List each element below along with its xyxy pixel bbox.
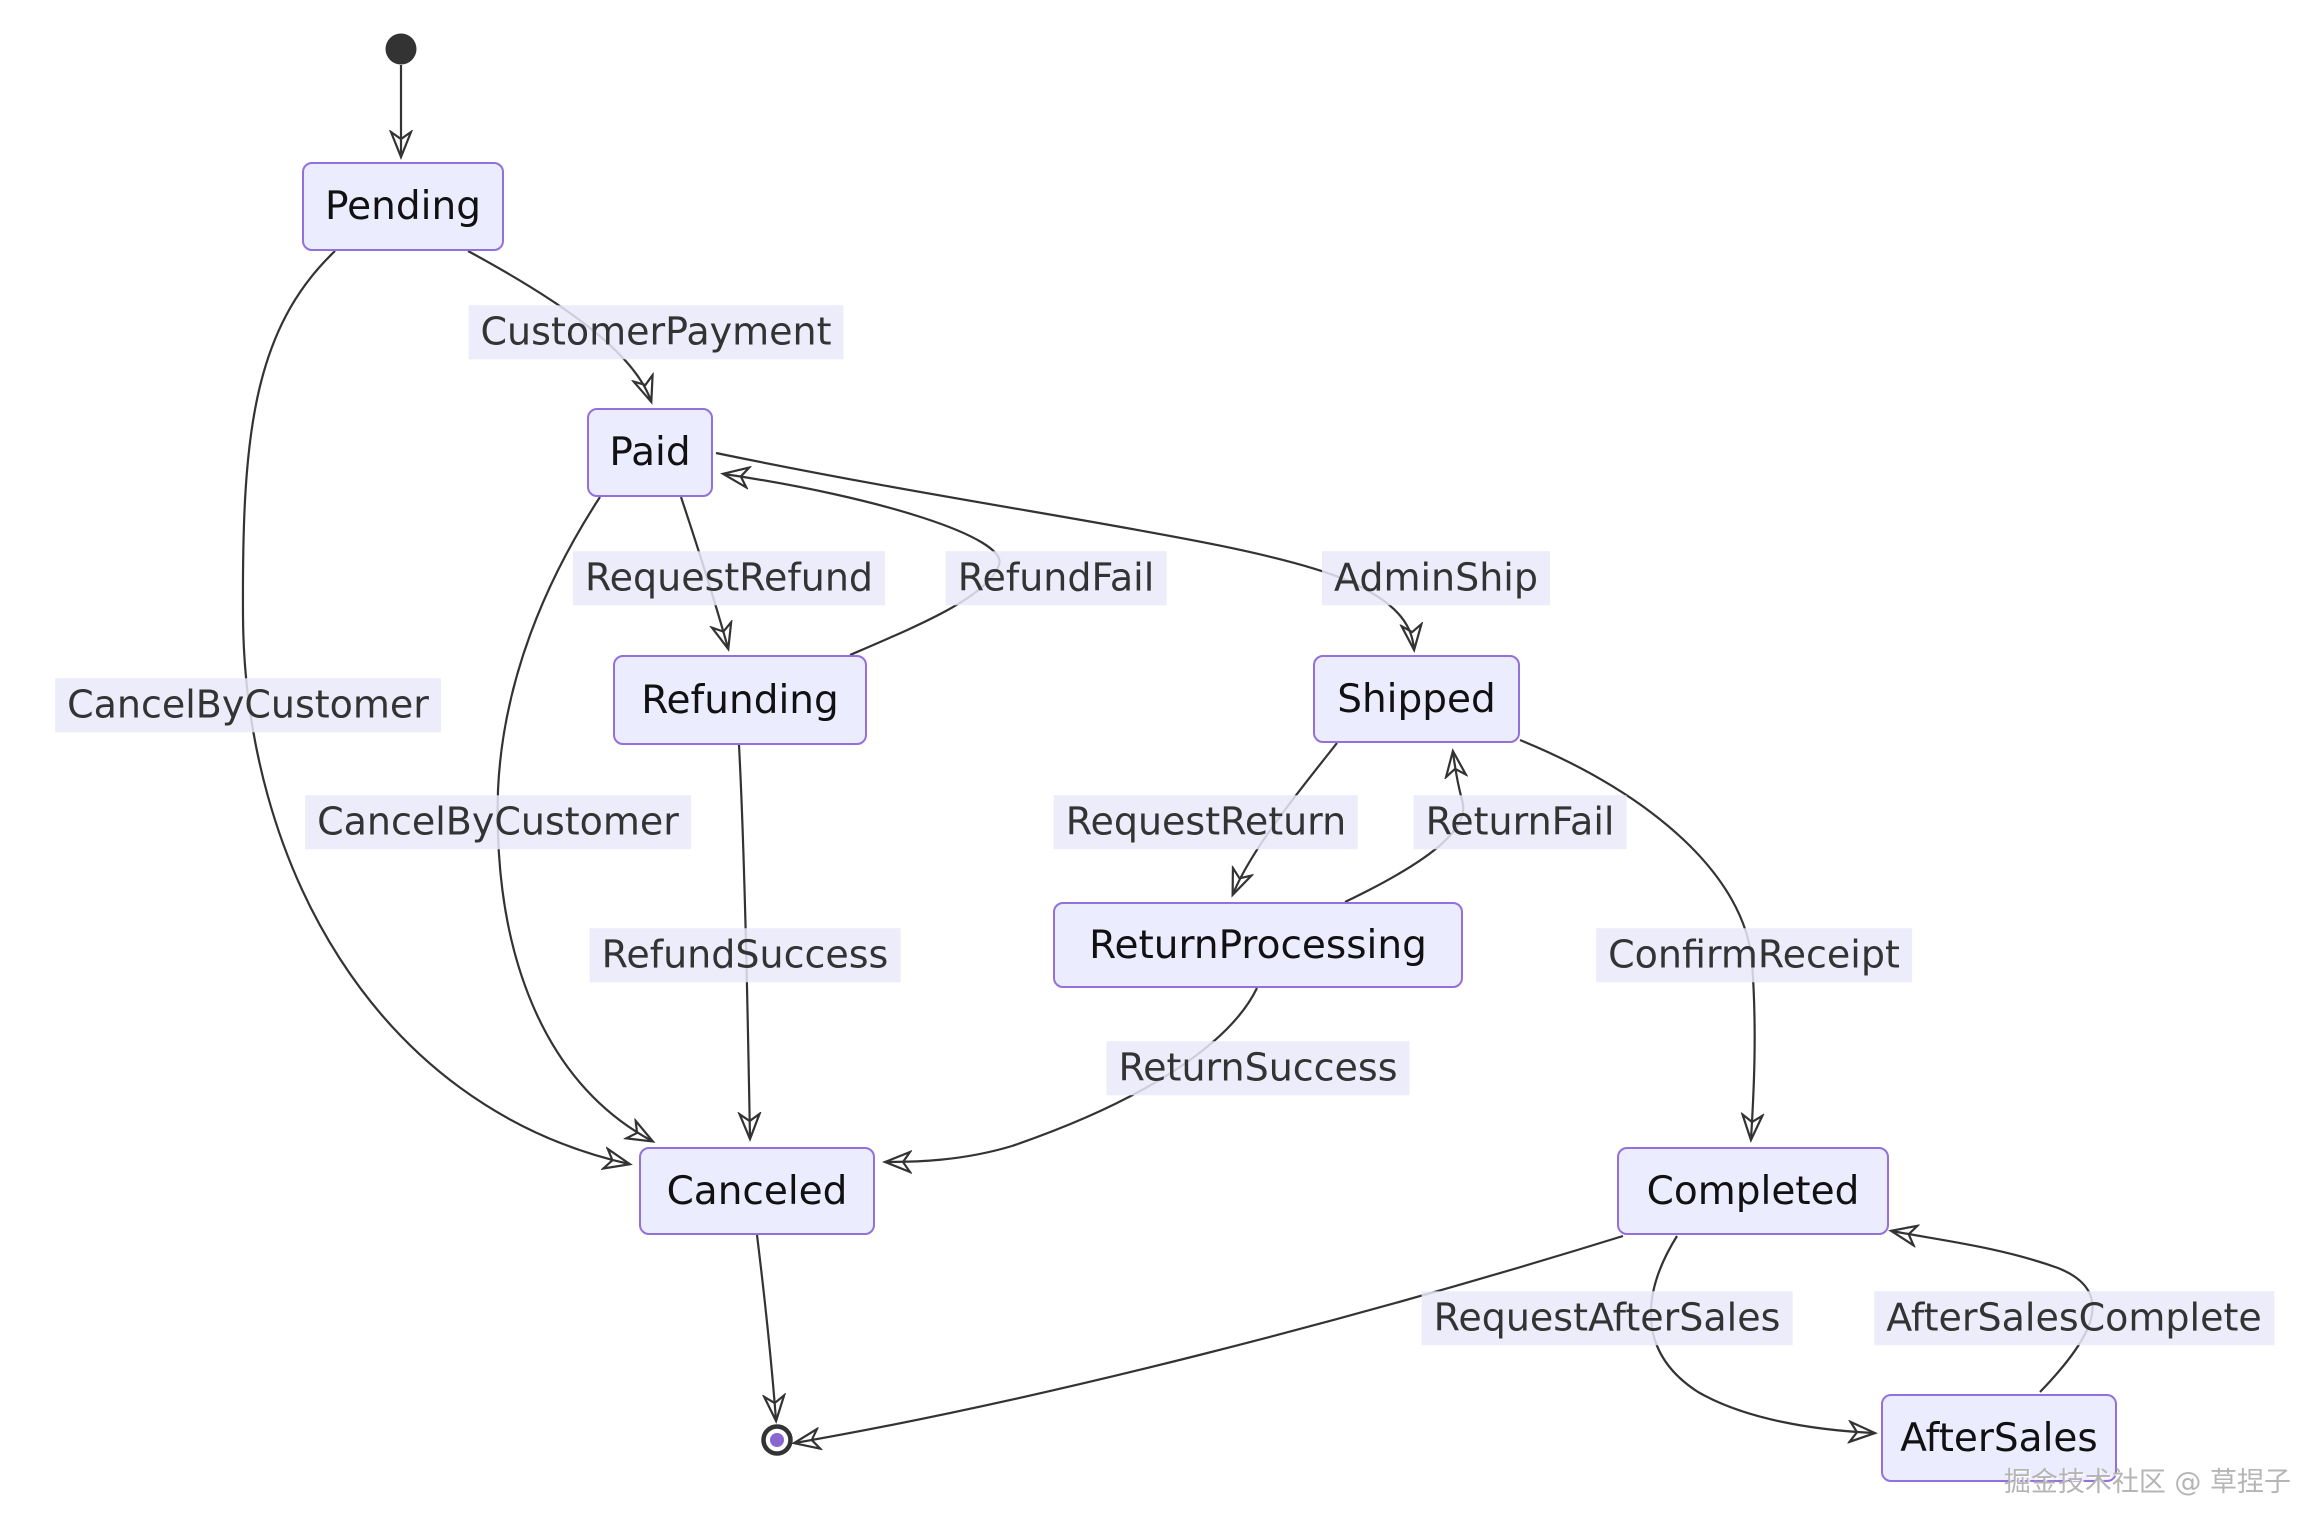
state-shipped: Shipped xyxy=(1313,655,1520,743)
transition-label-cancel-by-customer-from-pending: CancelByCustomer xyxy=(55,678,441,732)
state-paid: Paid xyxy=(587,408,713,497)
edge-paid-shipped-admin-ship xyxy=(715,451,1414,649)
transition-label-cancel-by-customer-from-paid: CancelByCustomer xyxy=(305,795,691,849)
state-return-processing: ReturnProcessing xyxy=(1053,902,1463,988)
edge-returnprocessing-canceled-return-success xyxy=(886,987,1258,1162)
state-shipped-label: Shipped xyxy=(1337,676,1496,722)
edge-canceled-end xyxy=(755,1234,776,1420)
state-canceled: Canceled xyxy=(639,1147,875,1235)
state-pending: Pending xyxy=(302,162,504,251)
start-state-dot xyxy=(385,33,417,65)
state-canceled-label: Canceled xyxy=(666,1168,848,1214)
state-after-sales: AfterSales xyxy=(1881,1394,2117,1482)
watermark: 掘金技术社区 @ 草捏子 xyxy=(2003,1467,2291,1498)
end-state-inner-dot xyxy=(770,1433,784,1447)
transition-label-request-return: RequestReturn xyxy=(1053,795,1359,849)
transition-label-refund-success: RefundSuccess xyxy=(589,928,901,982)
state-refunding: Refunding xyxy=(613,655,867,745)
transition-label-request-refund: RequestRefund xyxy=(572,551,886,605)
state-paid-label: Paid xyxy=(609,430,691,475)
edge-completed-aftersales-request-after-sales xyxy=(1649,1235,1874,1433)
state-completed: Completed xyxy=(1617,1147,1889,1235)
state-after-sales-label: AfterSales xyxy=(1900,1415,2098,1461)
transition-label-admin-ship: AdminShip xyxy=(1322,551,1550,605)
transition-label-request-after-sales: RequestAfterSales xyxy=(1421,1291,1793,1345)
state-pending-label: Pending xyxy=(325,184,481,229)
state-return-processing-label: ReturnProcessing xyxy=(1089,922,1427,968)
transition-label-after-sales-complete: AfterSalesComplete xyxy=(1874,1291,2274,1345)
transition-label-confirm-receipt: ConfirmReceipt xyxy=(1596,928,1912,982)
transition-label-return-success: ReturnSuccess xyxy=(1106,1041,1410,1095)
transition-label-refund-fail: RefundFail xyxy=(945,551,1167,605)
state-completed-label: Completed xyxy=(1646,1168,1860,1214)
transition-label-customer-payment: CustomerPayment xyxy=(468,305,844,359)
state-refunding-label: Refunding xyxy=(641,677,839,723)
transition-label-return-fail: ReturnFail xyxy=(1413,795,1627,849)
edge-completed-end xyxy=(795,1234,1624,1443)
